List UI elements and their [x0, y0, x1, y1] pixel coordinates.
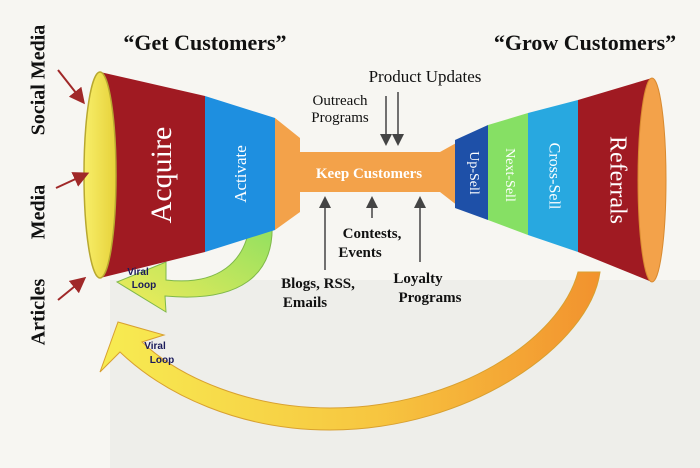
arrow-social-media — [57, 69, 85, 105]
input-contests-line2: Events — [338, 245, 382, 261]
keep-customers-bar — [298, 152, 448, 192]
input-blogs-line2: Emails — [283, 295, 327, 311]
label-activate: Activate — [231, 145, 250, 203]
input-loyalty-line2: Programs — [398, 290, 461, 306]
channel-media: Media — [28, 185, 50, 239]
label-nextsell: Next-Sell — [502, 148, 517, 202]
label-acquire: Acquire — [145, 127, 178, 224]
funnel-upsell-segment — [455, 125, 488, 220]
heading-grow-customers: “Grow Customers” — [494, 30, 676, 55]
background-paper — [110, 280, 700, 468]
funnel-activate-segment — [205, 96, 275, 252]
viral-loop-large-arrow — [99, 271, 601, 431]
input-product-updates: Product Updates — [369, 67, 482, 86]
channel-articles: Articles — [28, 278, 50, 345]
label-crosssell: Cross-Sell — [545, 143, 562, 210]
arrow-articles — [57, 276, 87, 301]
funnel-nextsell-segment — [488, 113, 528, 235]
funnel-mouth-left — [83, 71, 117, 279]
heading-get-customers: “Get Customers” — [123, 30, 286, 55]
funnel-referrals-segment — [578, 78, 652, 282]
input-outreach-line2: Programs — [311, 110, 369, 126]
viral-loop-small-line1: Viral — [127, 267, 149, 278]
funnel-acquire-segment — [100, 72, 205, 278]
channel-social-media: Social Media — [28, 25, 50, 136]
funnel-right-neck — [440, 142, 458, 206]
arrow-media — [55, 172, 90, 189]
label-referrals: Referrals — [604, 136, 630, 224]
viral-loop-large-line2: Loop — [150, 355, 174, 366]
label-keep-customers: Keep Customers — [316, 166, 422, 182]
funnel-crosssell-segment — [528, 100, 578, 252]
input-contests-line1: Contests, — [343, 226, 402, 242]
viral-loop-small-arrow — [115, 221, 273, 313]
input-blogs-line1: Blogs, RSS, — [281, 276, 355, 292]
input-outreach-line1: Outreach — [313, 93, 368, 109]
viral-loop-small-line2: Loop — [132, 280, 156, 291]
input-loyalty-line1: Loyalty — [393, 271, 443, 287]
funnel-left-neck — [275, 118, 300, 230]
funnel-mouth-right — [637, 77, 667, 283]
label-upsell: Up-Sell — [466, 151, 481, 195]
viral-loop-large-line1: Viral — [144, 341, 166, 352]
